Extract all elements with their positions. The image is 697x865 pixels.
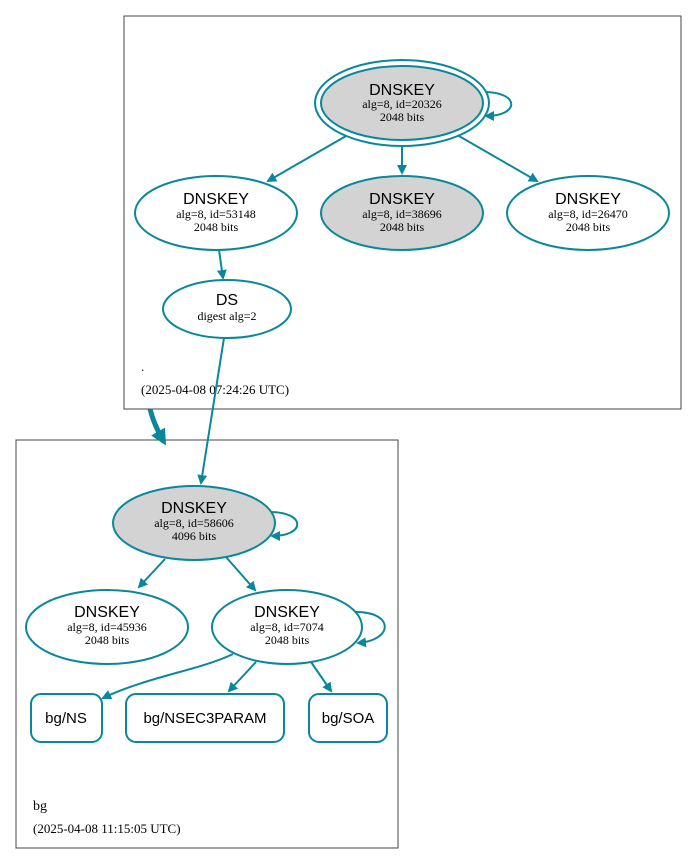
edges [101,91,539,700]
node-ds-shape [162,279,292,339]
edge-bg-ksk-to-45936 [137,558,166,589]
node-root-key-38696-line1: alg=8, id=38696 [362,207,442,221]
node-root-ksk-title: DNSKEY [369,82,435,99]
node-root-zsk-53148-shape [134,175,298,251]
edge-7074-to-ns [101,653,234,700]
node-rr-soa-shape [308,693,388,743]
node-ds-title: DS [216,292,238,309]
node-root-key-26470-line2: 2048 bits [566,220,611,234]
node-ds-line1: digest alg=2 [197,309,256,323]
node-root-key-38696-line2: 2048 bits [380,220,425,234]
zone-root-border [123,15,682,410]
node-rr-ns-title: bg/NS [45,710,87,727]
node-bg-zsk-7074-line2: 2048 bits [265,633,310,647]
edge-bg-ksk-to-7074 [225,556,257,592]
node-root-zsk-53148[interactable]: DNSKEY alg=8, id=53148 2048 bits [134,175,298,251]
node-root-key-38696-shape [320,175,484,251]
nodes: DNSKEY alg=8, id=20326 2048 bits DNSKEY … [25,59,670,743]
node-root-zsk-53148-title: DNSKEY [183,191,249,208]
node-bg-zsk-7074-title: DNSKEY [254,604,320,621]
node-rr-soa-title: bg/SOA [322,710,375,727]
node-bg-ksk-line2: 4096 bits [172,529,217,543]
node-rr-nsec3param-shape [125,693,285,743]
node-root-key-26470[interactable]: DNSKEY alg=8, id=26470 2048 bits [506,175,670,251]
edge-7074-self [355,611,386,648]
node-root-ksk[interactable]: DNSKEY alg=8, id=20326 2048 bits [314,59,490,147]
node-bg-ksk-line1: alg=8, id=58606 [154,516,234,530]
edge-7074-to-nsec3param [227,661,257,693]
node-bg-zsk-7074-line1: alg=8, id=7074 [250,620,324,634]
zone-bg-timestamp: (2025-04-08 11:15:05 UTC) [33,821,181,836]
node-ds[interactable]: DS digest alg=2 [162,279,292,339]
node-bg-key-45936-title: DNSKEY [74,604,140,621]
node-bg-key-45936-shape [25,589,189,665]
node-rr-nsec3param-title: bg/NSEC3PARAM [143,710,266,727]
node-root-ksk-line2: 2048 bits [380,110,425,124]
node-root-zsk-53148-line1: alg=8, id=53148 [176,207,256,221]
edge-53148-to-ds [216,249,227,280]
node-root-key-26470-title: DNSKEY [555,191,621,208]
node-bg-ksk[interactable]: DNSKEY alg=8, id=58606 4096 bits [112,485,276,561]
edge-root-ksk-to-26470 [458,135,539,182]
node-bg-key-45936[interactable]: DNSKEY alg=8, id=45936 2048 bits [25,589,189,665]
node-bg-ksk-shape [112,485,276,561]
node-root-ksk-line1: alg=8, id=20326 [362,97,442,111]
node-bg-key-45936-line1: alg=8, id=45936 [67,620,147,634]
edge-root-ksk-to-53148 [266,135,347,182]
node-root-key-26470-shape [506,175,670,251]
node-rr-nsec3param[interactable]: bg/NSEC3PARAM [125,693,285,743]
node-rr-soa[interactable]: bg/SOA [308,693,388,743]
edge-bg-ksk-self [269,511,299,541]
node-root-key-26470-line1: alg=8, id=26470 [548,207,628,221]
node-bg-ksk-title: DNSKEY [161,500,227,517]
node-bg-zsk-7074-shape [211,589,363,665]
node-rr-ns[interactable]: bg/NS [30,693,103,743]
zone-root-name: . [141,359,144,374]
edge-zone-delegation [147,408,167,446]
zone-bg-name: bg [33,799,47,814]
edge-ds-to-bg-ksk [197,337,225,485]
node-rr-ns-shape [30,693,103,743]
node-root-zsk-53148-line2: 2048 bits [194,220,239,234]
node-root-ksk-inner [320,65,484,141]
edge-7074-to-soa [310,661,333,693]
node-bg-key-45936-line2: 2048 bits [85,633,130,647]
edge-root-ksk-self [483,91,513,121]
node-bg-zsk-7074[interactable]: DNSKEY alg=8, id=7074 2048 bits [211,589,363,665]
node-root-key-38696[interactable]: DNSKEY alg=8, id=38696 2048 bits [320,175,484,251]
node-root-key-38696-title: DNSKEY [369,191,435,208]
